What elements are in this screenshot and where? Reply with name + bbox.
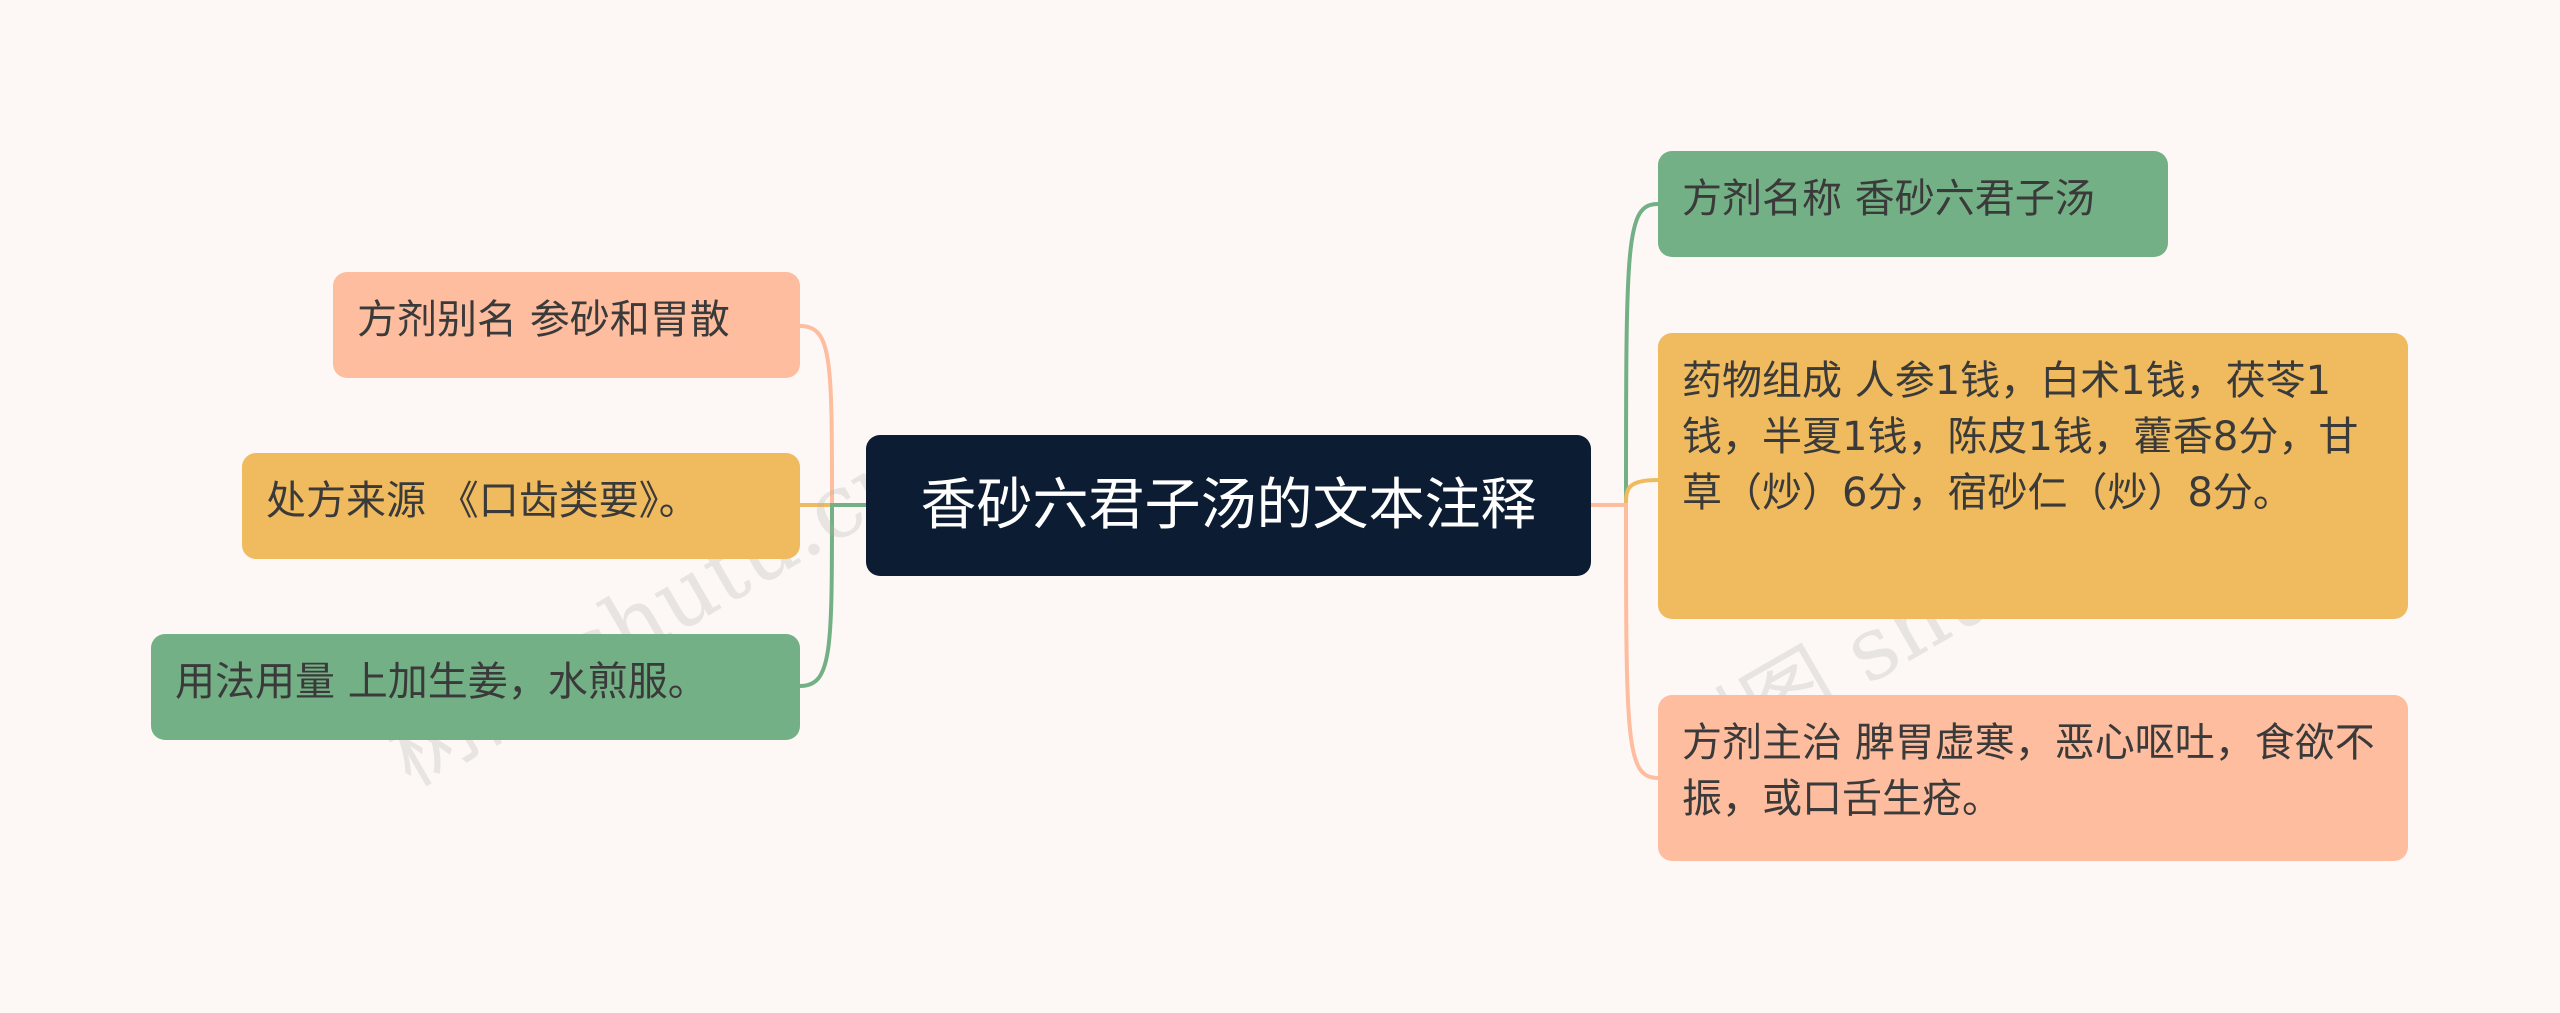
connector-left-1 bbox=[799, 324, 866, 507]
root-topic[interactable]: 香砂六君子汤的文本注释 bbox=[866, 435, 1591, 576]
connector-left-3 bbox=[799, 503, 866, 688]
connector-right-3 bbox=[1591, 503, 1659, 780]
right-branch-name[interactable]: 方剂名称 香砂六君子汤 bbox=[1658, 151, 2168, 257]
left-branch-source[interactable]: 处方来源 《口齿类要》。 bbox=[242, 453, 800, 559]
right-branch-indication[interactable]: 方剂主治 脾胃虚寒，恶心呕吐，食欲不振，或口舌生疮。 bbox=[1658, 695, 2408, 861]
left-branch-usage[interactable]: 用法用量 上加生姜，水煎服。 bbox=[151, 634, 800, 740]
connector-right-1 bbox=[1591, 202, 1659, 507]
right-branch-composition[interactable]: 药物组成 人参1钱，白术1钱，茯苓1钱，半夏1钱，陈皮1钱，藿香8分，甘草（炒）… bbox=[1658, 333, 2408, 619]
left-branch-alias[interactable]: 方剂别名 参砂和胃散 bbox=[333, 272, 800, 378]
